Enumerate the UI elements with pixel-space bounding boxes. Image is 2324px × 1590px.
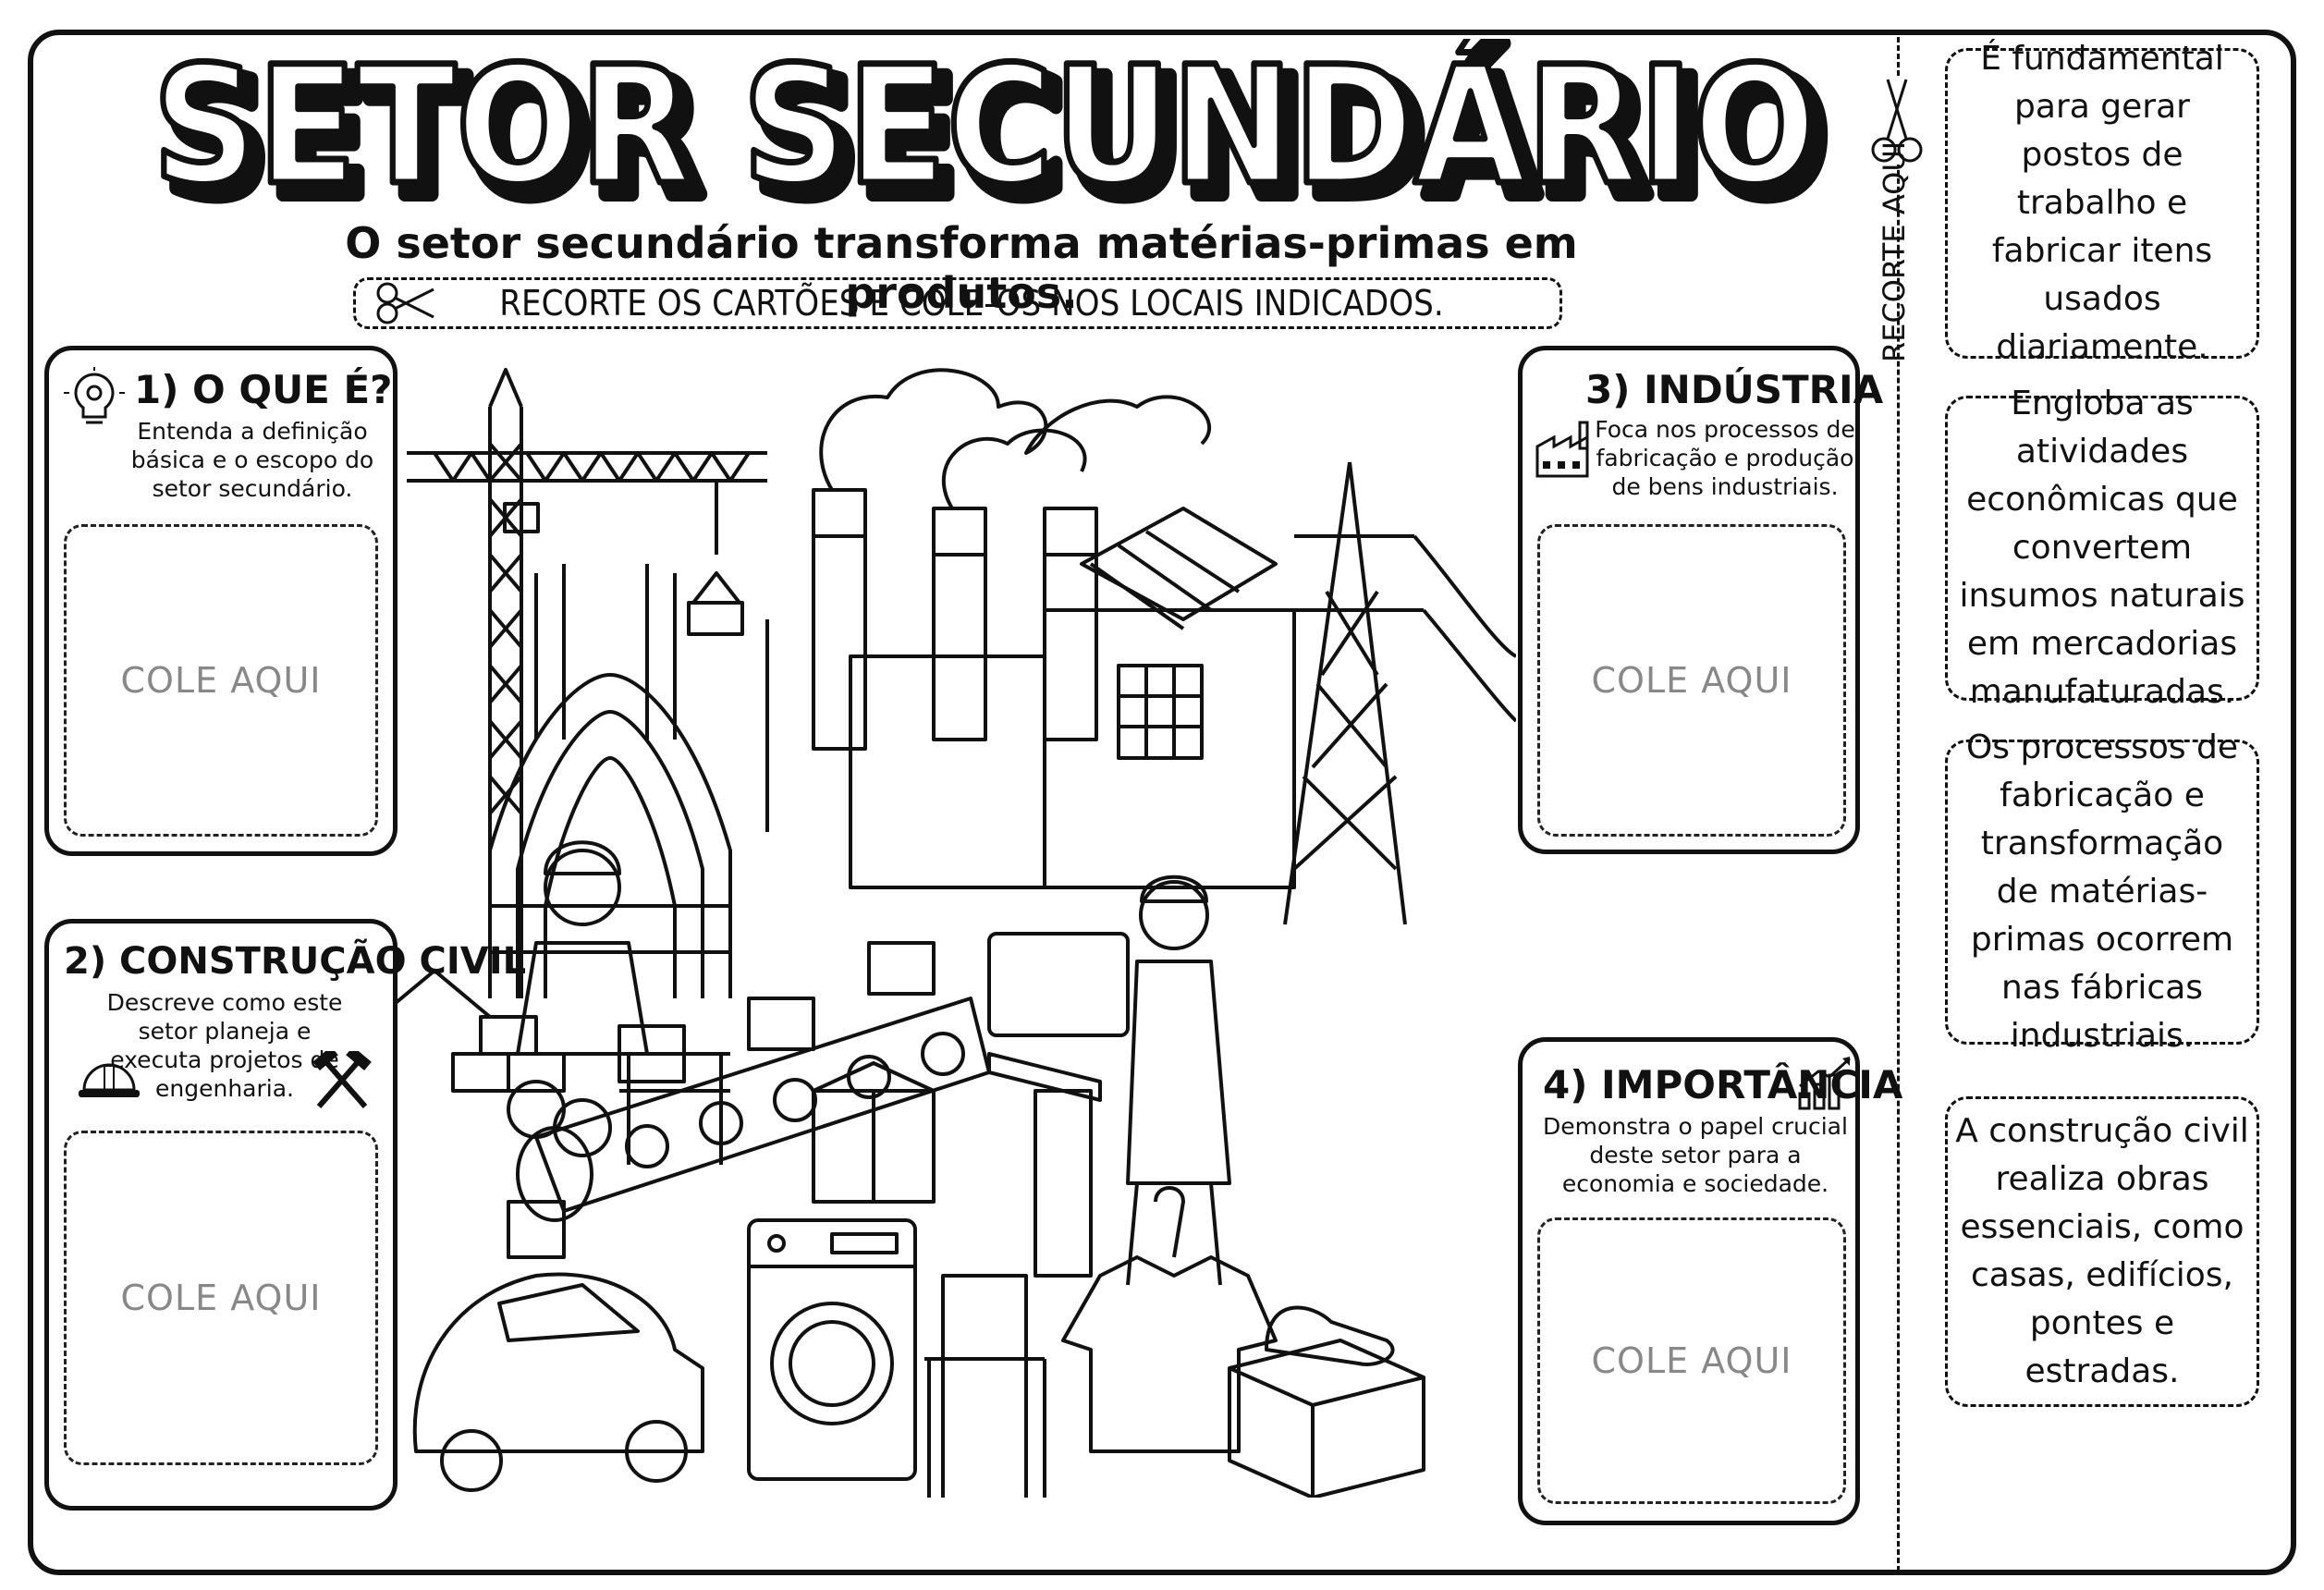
section-box-importancia: 4) IMPORTÂNCIA Demonstra o papel crucial… [1518, 1037, 1902, 1525]
hardhat-icon [79, 1063, 140, 1097]
section-description: Foca nos processos de fabricação e produ… [1595, 416, 1855, 500]
section-heading: 1) O QUE É? [134, 367, 393, 412]
cut-line [1897, 37, 1900, 1572]
factory-icon [1535, 421, 1589, 478]
section-box-construcao-civil: 2) CONSTRUÇÃO CIVIL Descreve como este s… [44, 919, 526, 1510]
cinder-blocks-illustration [398, 969, 730, 1165]
power-tower-illustration [1283, 461, 1516, 925]
paste-label: COLE AQUI [120, 1278, 322, 1318]
worksheet-frame [28, 30, 2296, 1575]
paste-area[interactable]: COLE AQUI [64, 524, 378, 837]
instruction-text: RECORTE OS CARTÕES E COLE-OS NOS LOCAIS … [499, 283, 1444, 324]
washing-machine-illustration [747, 1218, 917, 1481]
shoe-box-illustration [1228, 1305, 1425, 1498]
title-shadow: SETOR SECUNDÁRIO [165, 43, 1829, 214]
shirt-illustration [1061, 1186, 1278, 1453]
subtitle: O setor secundário transforma matérias-p… [345, 218, 1578, 318]
cut-out-card[interactable]: A construção civil realiza obras essenci… [1945, 1096, 2259, 1407]
smokestack-illustration [812, 368, 1211, 751]
section-description: Demonstra o papel crucial deste setor pa… [1543, 1113, 1848, 1197]
section-heading: 2) CONSTRUÇÃO CIVIL [64, 940, 527, 983]
cut-out-card[interactable]: Os processos de fabricação e transformaç… [1945, 728, 2259, 1055]
paste-area[interactable]: COLE AQUI [1537, 524, 1846, 837]
paste-area[interactable]: COLE AQUI [64, 1131, 378, 1465]
scissors-icon [1869, 76, 1925, 165]
cut-out-card[interactable]: É fundamental para gerar postos de traba… [1945, 40, 2259, 366]
title-outline: SETOR SECUNDÁRIO [153, 39, 1816, 214]
industry-illustration [398, 368, 1516, 1498]
section-description: Entenda a definição básica e o escopo do… [130, 418, 374, 502]
chair-illustration [924, 1274, 1046, 1498]
cut-out-card[interactable]: Engloba as atividades econômicas que con… [1945, 385, 2259, 711]
section-heading: 4) IMPORTÂNCIA [1543, 1062, 1903, 1107]
section-heading: 3) INDÚSTRIA [1585, 367, 1884, 412]
section-box-o-que-e: 1) O QUE É? Entenda a definição básica e… [44, 346, 398, 856]
section-description: Descreve como este setor planeja e execu… [106, 989, 343, 1102]
control-panel-illustration [987, 932, 1130, 1278]
scissors-icon [376, 282, 434, 324]
lightbulb-gear-icon [64, 367, 125, 424]
building-illustration [488, 564, 769, 998]
section-box-industria: 3) INDÚSTRIA Foca nos processos de fabri… [1518, 346, 1883, 854]
construction-crane-illustration [407, 368, 767, 998]
car-illustration [412, 1272, 704, 1492]
paste-area[interactable]: COLE AQUI [1537, 1217, 1846, 1504]
paste-label: COLE AQUI [120, 660, 322, 701]
paste-label: COLE AQUI [1591, 1340, 1792, 1381]
cardboard-box-illustration [618, 941, 936, 1204]
page-title: SETOR SECUNDÁRIO SETOR SECUNDÁRIO [150, 39, 1831, 214]
instruction-banner: RECORTE OS CARTÕES E COLE-OS NOS LOCAIS … [353, 277, 1562, 329]
hammer-icon [312, 1051, 372, 1108]
growth-chart-icon [1798, 1057, 1852, 1110]
cut-here-label: RECORTE AQUI [1877, 141, 1912, 362]
paste-label: COLE AQUI [1591, 660, 1792, 701]
factory-building-illustration [849, 507, 1296, 889]
